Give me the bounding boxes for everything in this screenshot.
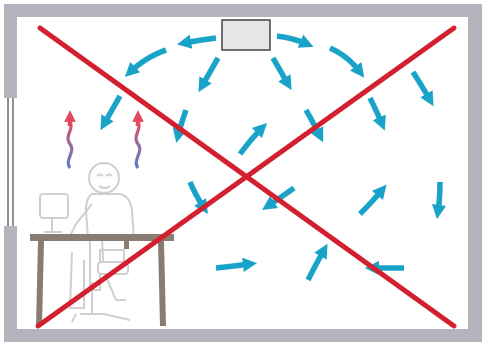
window	[4, 98, 18, 226]
arrow-icon	[438, 182, 440, 212]
air-conditioner-icon	[222, 20, 270, 50]
torso	[86, 194, 134, 240]
monitor	[40, 194, 68, 218]
